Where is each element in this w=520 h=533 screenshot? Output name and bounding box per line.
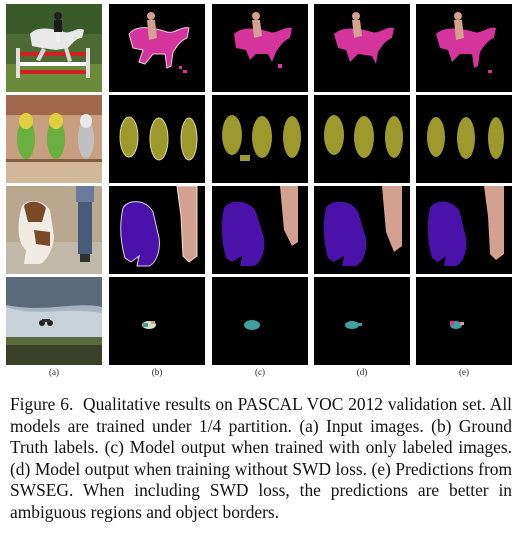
ground-truth-parrots	[109, 95, 205, 183]
no-swd-output-motorbike	[314, 277, 410, 365]
qualitative-results-grid: (a) (b) (c) (d) (e)	[6, 4, 512, 377]
ground-truth-horse	[109, 4, 205, 92]
caption-text-before: Qualitative results on PASCAL VOC 2012 v…	[10, 394, 513, 479]
column-label-d: (d)	[356, 367, 368, 377]
swseg-output-horse	[416, 4, 512, 92]
ground-truth-motorbike	[109, 277, 205, 365]
figure-caption: Figure 6. Qualitative results on PASCAL …	[10, 394, 512, 523]
swseg-output-dog	[416, 186, 512, 274]
column-label-b: (b)	[151, 367, 163, 377]
caption-text-after: . When including SWD loss, the predictio…	[10, 480, 512, 522]
baseline-output-horse	[212, 4, 308, 92]
input-image-parrots	[6, 95, 102, 183]
method-name: SWSEG	[10, 480, 69, 500]
input-image-dog	[6, 186, 102, 274]
swseg-output-motorbike	[416, 277, 512, 365]
input-image-horse	[6, 4, 102, 92]
baseline-output-parrots	[212, 95, 308, 183]
caption-label: Figure 6.	[10, 394, 74, 414]
column-label-e: (e)	[459, 367, 469, 377]
no-swd-output-dog	[314, 186, 410, 274]
baseline-output-motorbike	[212, 277, 308, 365]
swseg-output-parrots	[416, 95, 512, 183]
ground-truth-dog	[109, 186, 205, 274]
baseline-output-dog	[212, 186, 308, 274]
input-image-motorbike	[6, 277, 102, 365]
column-label-a: (a)	[49, 367, 59, 377]
column-label-c: (c)	[255, 367, 265, 377]
no-swd-output-horse	[314, 4, 410, 92]
no-swd-output-parrots	[314, 95, 410, 183]
